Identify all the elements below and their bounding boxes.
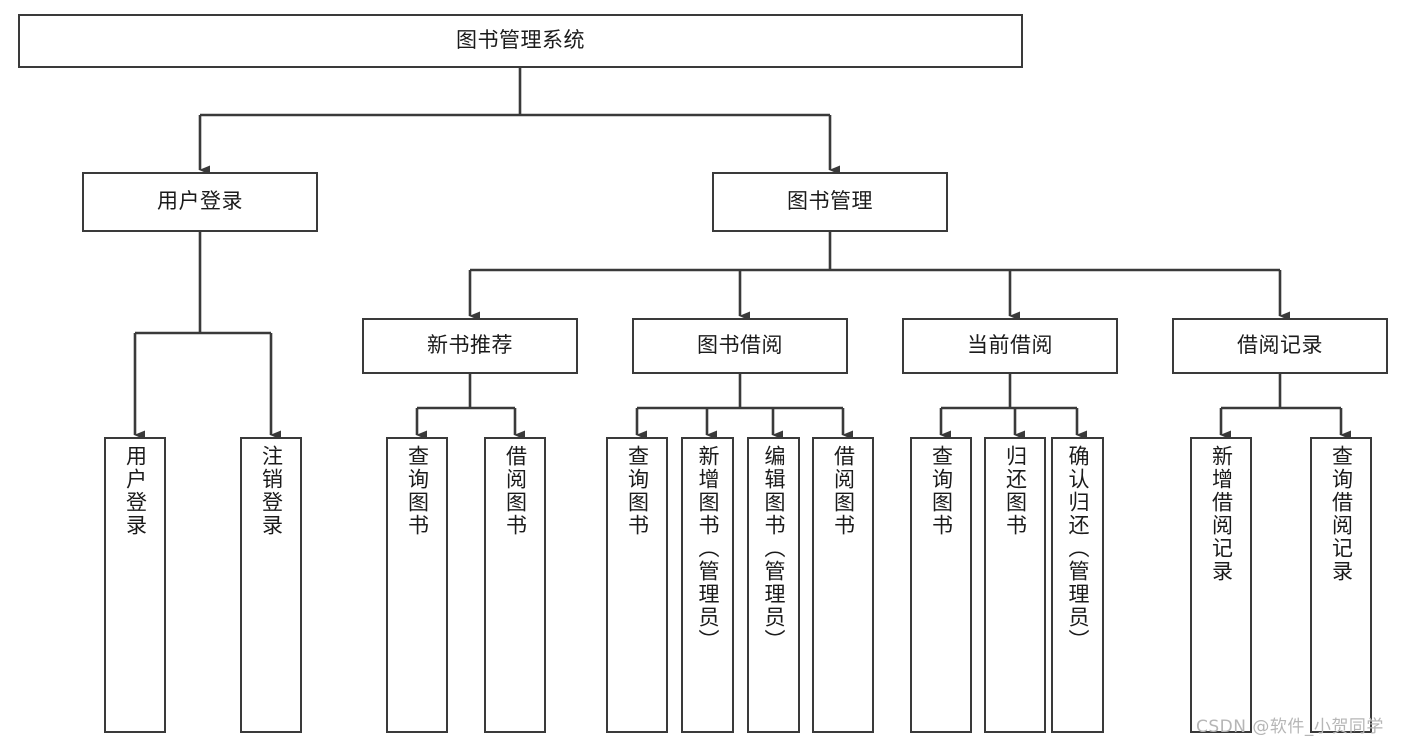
node-book-borrow-label: 图书借阅 <box>697 333 783 358</box>
leaf-node-query-book-current[interactable]: 查询图书 <box>910 437 972 733</box>
leaf-node-add-book-admin[interactable]: 新增图书（管理员） <box>681 437 734 733</box>
leaf-node-user-logout-label: 注销登录 <box>259 445 284 537</box>
leaf-node-return-book[interactable]: 归还图书 <box>984 437 1046 733</box>
leaf-node-confirm-return-admin[interactable]: 确认归还（管理员） <box>1051 437 1104 733</box>
leaf-node-user-login-label: 用户登录 <box>123 445 148 537</box>
node-current-borrow-label: 当前借阅 <box>967 333 1053 358</box>
leaf-node-query-book-recommend-label: 查询图书 <box>405 445 430 537</box>
leaf-node-borrow-book[interactable]: 借阅图书 <box>812 437 874 733</box>
leaf-node-query-borrow-record[interactable]: 查询借阅记录 <box>1310 437 1372 733</box>
node-user-login-label: 用户登录 <box>157 189 243 214</box>
node-borrow-record[interactable]: 借阅记录 <box>1172 318 1388 374</box>
leaf-node-query-book-current-label: 查询图书 <box>929 445 954 537</box>
node-book-borrow[interactable]: 图书借阅 <box>632 318 848 374</box>
leaf-node-add-book-admin-label: 新增图书（管理员） <box>696 445 720 652</box>
leaf-node-query-book-borrow-label: 查询图书 <box>625 445 650 537</box>
root-node-book-management-system[interactable]: 图书管理系统 <box>18 14 1023 68</box>
node-user-login[interactable]: 用户登录 <box>82 172 318 232</box>
leaf-node-user-logout[interactable]: 注销登录 <box>240 437 302 733</box>
leaf-node-edit-book-admin[interactable]: 编辑图书（管理员） <box>747 437 800 733</box>
node-new-book-recommend-label: 新书推荐 <box>427 333 513 358</box>
root-node-label: 图书管理系统 <box>456 28 585 53</box>
leaf-node-confirm-return-admin-label: 确认归还（管理员） <box>1066 445 1090 652</box>
leaf-node-borrow-book-recommend[interactable]: 借阅图书 <box>484 437 546 733</box>
leaf-node-query-borrow-record-label: 查询借阅记录 <box>1329 445 1354 583</box>
leaf-node-edit-book-admin-label: 编辑图书（管理员） <box>762 445 786 652</box>
node-book-management-label: 图书管理 <box>787 189 873 214</box>
watermark-text: CSDN @软件_小贺同学 <box>1196 717 1384 737</box>
node-current-borrow[interactable]: 当前借阅 <box>902 318 1118 374</box>
node-new-book-recommend[interactable]: 新书推荐 <box>362 318 578 374</box>
leaf-node-user-login[interactable]: 用户登录 <box>104 437 166 733</box>
leaf-node-query-book-recommend[interactable]: 查询图书 <box>386 437 448 733</box>
leaf-node-borrow-book-recommend-label: 借阅图书 <box>503 445 528 537</box>
leaf-node-return-book-label: 归还图书 <box>1003 445 1028 537</box>
node-borrow-record-label: 借阅记录 <box>1237 333 1323 358</box>
leaf-node-borrow-book-label: 借阅图书 <box>831 445 856 537</box>
node-book-management[interactable]: 图书管理 <box>712 172 948 232</box>
leaf-node-add-borrow-record-label: 新增借阅记录 <box>1209 445 1234 583</box>
leaf-node-add-borrow-record[interactable]: 新增借阅记录 <box>1190 437 1252 733</box>
leaf-node-query-book-borrow[interactable]: 查询图书 <box>606 437 668 733</box>
